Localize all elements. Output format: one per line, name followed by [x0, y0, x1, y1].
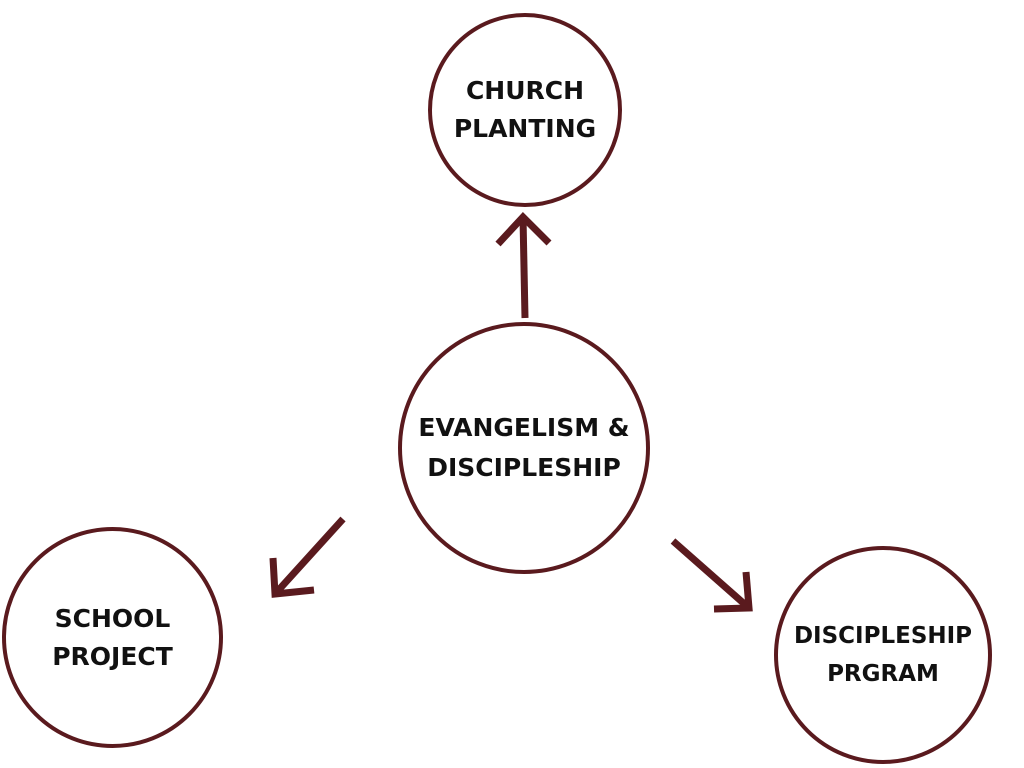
- node-evangelism-discipleship: EVANGELISM & DISCIPLESHIP: [398, 322, 650, 574]
- node-label-line: PLANTING: [453, 114, 597, 143]
- node-label-line: PRGRAM: [827, 661, 939, 687]
- node-label-line: DISCIPLESHIP: [427, 453, 621, 482]
- arrow-head: [269, 557, 315, 598]
- node-label-line: SCHOOL: [54, 603, 171, 633]
- node-label-line: EVANGELISM &: [418, 413, 630, 442]
- node-discipleship-program: DISCIPLESHIP PRGRAM: [774, 546, 992, 764]
- node-label-line: CHURCH: [465, 76, 585, 105]
- arrow-shaft: [519, 216, 529, 319]
- arrow-to-church-planting: [495, 211, 552, 319]
- node-school-project: SCHOOL PROJECT: [2, 527, 223, 748]
- node-church-planting: CHURCH PLANTING: [428, 13, 622, 207]
- node-label-line: DISCIPLESHIP: [793, 623, 973, 649]
- node-label-line: PROJECT: [52, 641, 173, 671]
- arrow-to-school-project: [269, 516, 346, 598]
- arrow-head: [713, 571, 753, 613]
- arrow-head: [495, 211, 552, 247]
- arrow-to-discipleship-program: [670, 538, 753, 613]
- arrow-shaft: [272, 516, 346, 597]
- arrow-shaft: [670, 538, 752, 611]
